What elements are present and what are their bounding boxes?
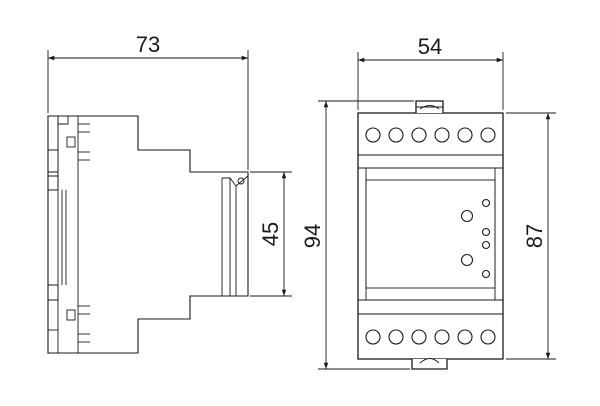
- side-view-outline: [47, 115, 249, 354]
- potentiometer-knob: [460, 209, 474, 223]
- front-view: [357, 100, 504, 370]
- dimension-side-step-height: 45: [250, 171, 292, 297]
- side-upper-block: [48, 116, 69, 190]
- potentiometer-knob: [460, 253, 474, 267]
- dimension-front-width: 54: [357, 34, 504, 110]
- side-lower-latch: [48, 284, 59, 301]
- dimension-side-depth: 73: [47, 32, 249, 170]
- dim-54-label: 54: [418, 34, 442, 59]
- side-cover-top: [222, 177, 237, 187]
- dim-45-label: 45: [258, 222, 283, 246]
- terminal-screw: [457, 127, 473, 143]
- front-body-outline: [357, 112, 504, 360]
- front-label-window: [365, 179, 496, 289]
- dim-87-label: 87: [522, 224, 547, 248]
- led-indicator: [481, 240, 491, 250]
- side-hinge-pin: [237, 177, 245, 185]
- dimension-front-body-height: 87: [506, 112, 556, 360]
- top-terminal-row: [365, 127, 496, 143]
- side-hinge-arm: [235, 175, 249, 187]
- led-indicator: [481, 198, 491, 208]
- side-view: [47, 115, 249, 354]
- led-indicator: [481, 269, 491, 279]
- terminal-screw: [411, 127, 427, 143]
- front-bottom-clip-slot: [419, 358, 440, 364]
- front-controls: [460, 198, 491, 279]
- terminal-screw: [365, 329, 381, 345]
- terminal-screw: [480, 127, 496, 143]
- side-lower-screw-window: [66, 309, 76, 321]
- dim-73-label: 73: [136, 32, 160, 57]
- terminal-screw: [388, 329, 404, 345]
- dimension-front-total-height: 94: [300, 100, 414, 370]
- bottom-terminal-row: [365, 329, 496, 345]
- terminal-screw: [480, 329, 496, 345]
- front-top-clip-slot: [419, 105, 440, 110]
- terminal-screw: [434, 329, 450, 345]
- front-bottom-clip: [411, 359, 448, 370]
- terminal-screw: [365, 127, 381, 143]
- terminal-screw: [388, 127, 404, 143]
- terminal-screw: [457, 329, 473, 345]
- side-upper-latch: [48, 175, 59, 191]
- terminal-screw: [434, 127, 450, 143]
- terminal-screw: [411, 329, 427, 345]
- side-upper-screw-window: [66, 136, 76, 148]
- dim-94-label: 94: [300, 224, 325, 248]
- led-indicator: [481, 227, 491, 237]
